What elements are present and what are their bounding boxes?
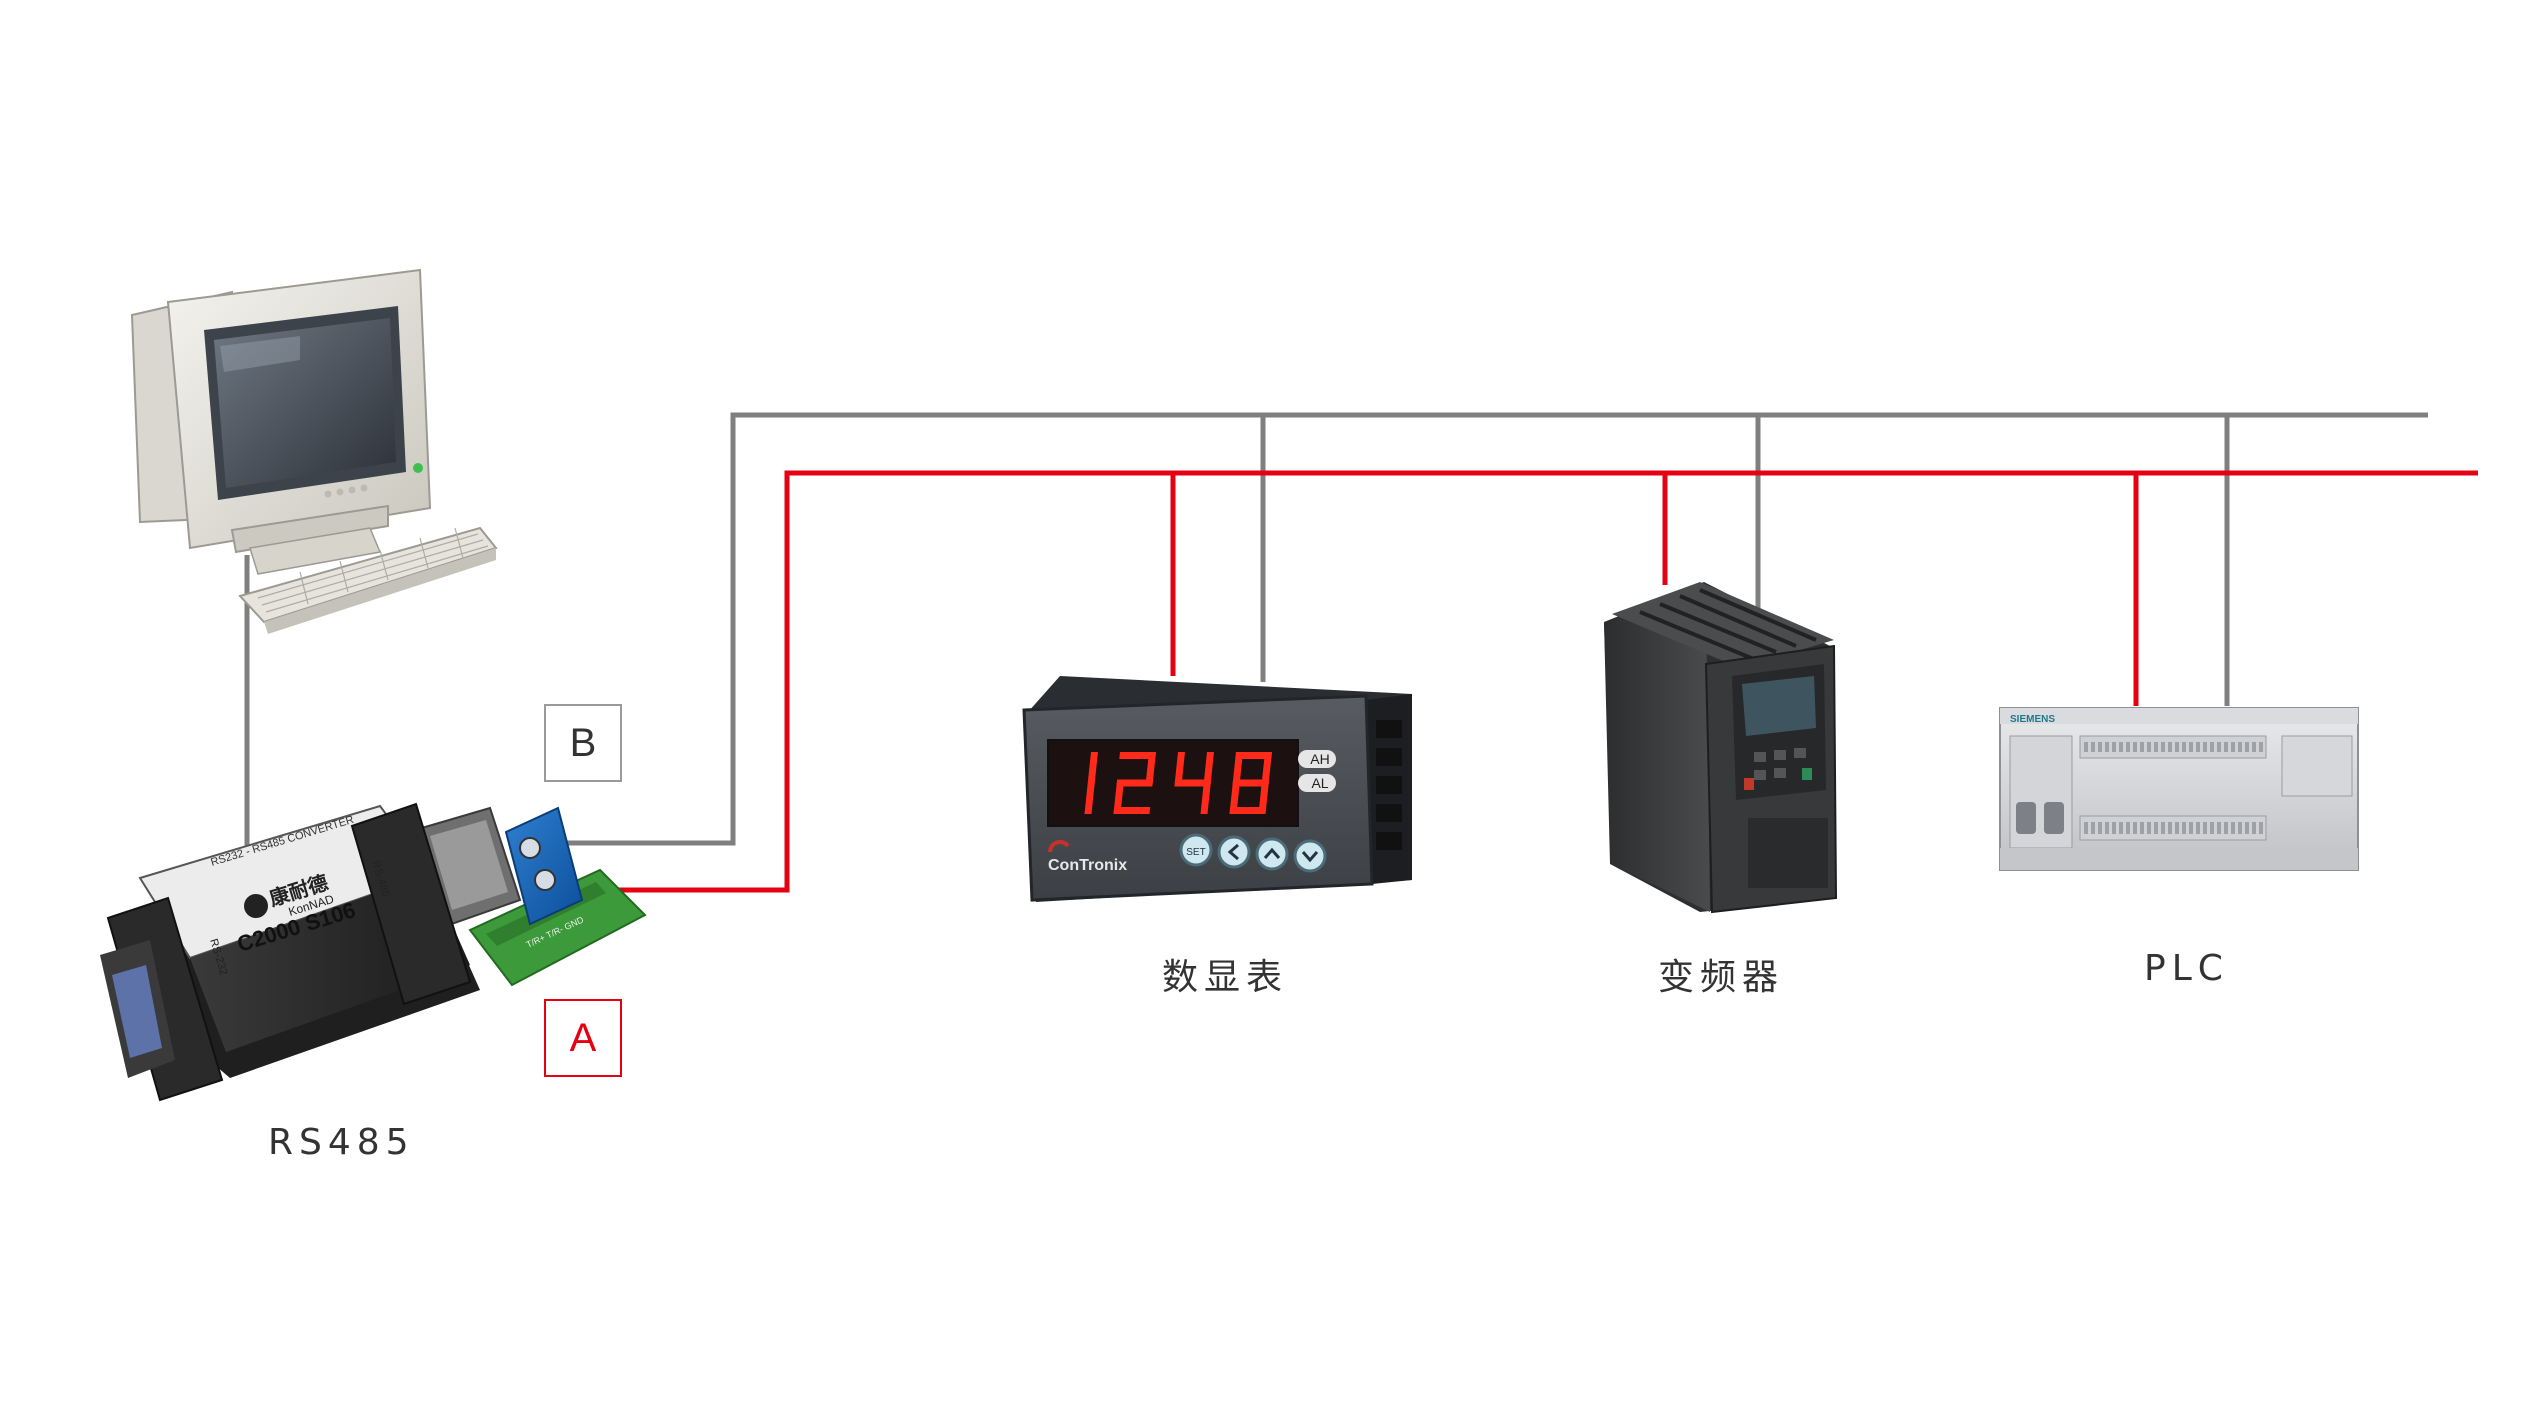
meter-indicator-ah: AH — [1310, 751, 1329, 767]
meter-brand-text: ConTronix — [1048, 857, 1127, 874]
line-b-main — [560, 412, 2428, 846]
digital-panel-meter: AH AL ConTronix SET — [1022, 676, 1412, 902]
bus-line-b — [244, 412, 2428, 862]
meter-digit — [1084, 752, 1098, 814]
plc-brand-text: SIEMENS — [2010, 714, 2055, 725]
line-b-tag-label: B — [569, 720, 597, 765]
meter-down-button — [1293, 839, 1327, 873]
meter-digit — [1174, 752, 1214, 814]
meter-set-label: SET — [1186, 847, 1205, 858]
keyboard-icon — [238, 526, 498, 634]
meter-buttons: SET — [1179, 833, 1327, 873]
line-a-main — [600, 470, 2478, 893]
inverter-caption: 变频器 — [1658, 957, 1785, 998]
computer-icon — [130, 268, 498, 634]
line-a-tag: A — [544, 999, 622, 1077]
converter-caption: RS485 — [268, 1122, 415, 1163]
meter-indicator-al: AL — [1311, 775, 1328, 791]
meter-up-button — [1255, 837, 1289, 871]
meter-left-button — [1217, 835, 1251, 869]
bus-line-a — [600, 470, 2478, 893]
rs485-converter: RS232 - RS485 CONVERTER 康耐德 KonNAD C2000… — [100, 802, 647, 1102]
plc-unit: SIEMENS — [1999, 707, 2359, 871]
frequency-inverter — [1604, 582, 1838, 914]
meter-digit — [1113, 752, 1156, 814]
line-b-tag: B — [544, 704, 622, 782]
meter-digit — [1229, 752, 1272, 814]
plc-caption: PLC — [2144, 948, 2229, 989]
meter-set-button — [1179, 833, 1213, 867]
meter-caption: 数显表 — [1162, 957, 1289, 998]
meter-display — [1084, 752, 1272, 814]
line-a-tag-label: A — [569, 1015, 597, 1060]
